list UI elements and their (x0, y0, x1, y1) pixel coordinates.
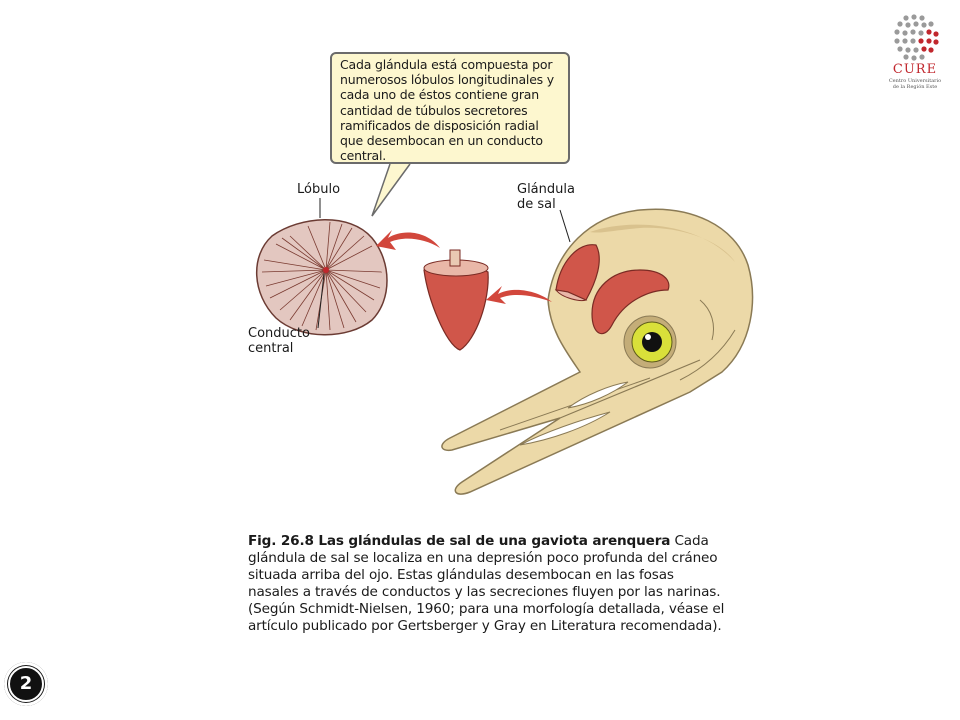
salt-gland-right (591, 269, 670, 335)
gull-salt-gland-illustration (255, 163, 754, 495)
label-glandula-de-sal: Glándula de sal (517, 182, 575, 212)
figure-caption: Fig. 26.8 Las glándulas de sal de una ga… (248, 533, 728, 635)
cure-logo: CURE Centro Universitario de la Región E… (880, 14, 950, 94)
logo-subtitle: Centro Universitario de la Región Este (880, 78, 950, 90)
label-conducto-central: Conducto central (248, 326, 310, 356)
skull-detail-lines (679, 299, 736, 381)
salt-gland-cut-face (554, 289, 588, 301)
extracted-gland-lobe (423, 263, 489, 351)
label-conducto-line1: Conducto (248, 326, 310, 341)
skull-cranium-shading (590, 224, 735, 262)
lobule-central-duct (323, 267, 329, 273)
label-lobulo: Lóbulo (297, 182, 341, 197)
leader-glandula (559, 209, 571, 243)
caption-body: Cada glándula de sal se localiza en una … (248, 533, 725, 634)
salt-gland-left (555, 244, 600, 301)
label-glandula-line1: Glándula (517, 182, 575, 197)
label-conducto-line2: central (248, 341, 294, 356)
lobule-cross-section (255, 219, 388, 336)
slide-number-badge: 2 (4, 662, 48, 706)
caption-title: Fig. 26.8 Las glándulas de sal de una ga… (248, 533, 671, 549)
label-glandula-line2: de sal (517, 197, 556, 212)
arrow-lobe-to-lobule (376, 230, 440, 250)
lobule-radial-tubules (261, 221, 383, 331)
callout-pointer (371, 163, 411, 217)
jaw-gap (519, 411, 611, 446)
lobe-duct-stub (449, 249, 461, 267)
logo-subtitle-line2: de la Región Este (892, 84, 938, 90)
logo-subtitle-line1: Centro Universitario (888, 78, 942, 84)
callout-box: Cada glándula está compuesta por numeros… (330, 52, 570, 164)
arrow-skull-to-lobe (486, 286, 552, 304)
slide-number: 2 (8, 666, 44, 702)
beak-lower-line (559, 359, 701, 419)
leader-conducto (317, 273, 325, 329)
nasal-opening (567, 381, 629, 409)
logo-dots-icon (894, 14, 939, 61)
eye-pupil (642, 332, 662, 352)
eye-highlight (645, 334, 651, 340)
logo-title: CURE (892, 62, 938, 77)
